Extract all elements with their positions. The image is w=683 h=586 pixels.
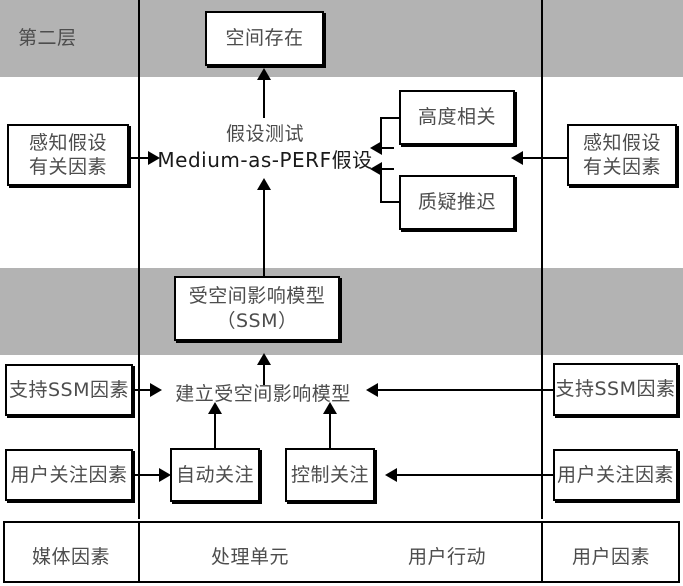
node-user-attention-right-label: 用户关注因素 <box>556 463 674 486</box>
connector-relevant-to-hypothesis <box>380 147 394 149</box>
node-support-ssm-right-label: 支持SSM因素 <box>555 378 676 401</box>
swimlane-divider-right <box>541 0 543 519</box>
node-spatial-presence[interactable]: 空间存在 <box>205 11 324 66</box>
footer-separator-right <box>541 521 543 583</box>
node-support-ssm-left-label: 支持SSM因素 <box>8 378 129 401</box>
node-support-ssm-right[interactable]: 支持SSM因素 <box>553 363 678 416</box>
arrowhead-attention-right-to-control <box>385 468 397 482</box>
node-perceived-factors-right[interactable]: 感知假设 有关因素 <box>567 124 677 186</box>
footer-user-action-text: 用户行动 <box>407 546 486 568</box>
footer-user-factors-text: 用户因素 <box>571 546 650 568</box>
node-questioning-delay-label: 质疑推迟 <box>417 191 496 214</box>
node-auto-attention-label: 自动关注 <box>175 463 254 486</box>
arrowhead-perceived-right-to-center <box>511 151 523 165</box>
footer-label-media-factors: 媒体因素 <box>3 542 139 569</box>
footer-label-processing-unit: 处理单元 <box>160 542 340 569</box>
node-control-attention[interactable]: 控制关注 <box>285 448 375 502</box>
node-support-ssm-left[interactable]: 支持SSM因素 <box>5 364 133 416</box>
swimlane-divider-left <box>138 0 140 519</box>
node-user-attention-left-label: 用户关注因素 <box>10 463 128 486</box>
node-control-attention-label: 控制关注 <box>290 463 369 486</box>
connector-attention-left-to-auto <box>134 474 162 476</box>
connector-perceived-right-to-center <box>523 157 567 159</box>
node-questioning-delay[interactable]: 质疑推迟 <box>399 175 515 230</box>
node-perceived-factors-left[interactable]: 感知假设 有关因素 <box>7 124 129 186</box>
footer-label-user-action: 用户行动 <box>357 542 537 569</box>
connector-control-to-build <box>329 412 331 448</box>
arrowhead-attention-left-to-auto <box>159 468 171 482</box>
connector-relevant-stub <box>380 117 401 119</box>
connector-hypothesis-to-presence <box>263 80 265 118</box>
connector-support-left-to-build <box>134 389 152 391</box>
footer-frame <box>3 521 680 583</box>
connector-relevant-vertical <box>380 117 382 149</box>
arrowhead-delay-to-hypothesis <box>370 162 382 176</box>
node-highly-relevant[interactable]: 高度相关 <box>399 90 515 145</box>
node-highly-relevant-label: 高度相关 <box>417 106 496 129</box>
arrowhead-auto-to-build <box>208 402 222 414</box>
connector-build-to-ssm <box>263 365 265 385</box>
node-perceived-factors-right-label: 感知假设 有关因素 <box>582 131 661 178</box>
node-spatial-presence-label: 空间存在 <box>225 27 304 50</box>
layer-label-text: 第二层 <box>18 27 77 49</box>
footer-media-factors-text: 媒体因素 <box>31 546 110 568</box>
band-layer-two <box>0 0 683 77</box>
layer-label: 第二层 <box>18 26 128 51</box>
arrowhead-support-left-to-build <box>150 383 162 397</box>
arrowhead-hypothesis-to-presence <box>257 68 271 80</box>
connector-delay-to-hypothesis <box>380 168 394 170</box>
hypothesis-test-line2: Medium-as-PERF假设 <box>157 147 373 172</box>
band-ssm-layer <box>0 268 683 355</box>
node-user-attention-left[interactable]: 用户关注因素 <box>5 449 133 501</box>
arrowhead-support-right-to-build <box>366 383 378 397</box>
arrowhead-relevant-to-hypothesis <box>370 141 382 155</box>
arrowhead-control-to-build <box>323 402 337 414</box>
node-user-attention-right[interactable]: 用户关注因素 <box>553 449 678 501</box>
hypothesis-test-line1: 假设测试 <box>225 123 304 145</box>
footer-processing-unit-text: 处理单元 <box>210 546 289 568</box>
node-build-ssm-label: 建立受空间影响模型 <box>175 383 351 405</box>
arrowhead-perceived-left-to-hypothesis <box>148 151 160 165</box>
connector-delay-vertical <box>380 168 382 203</box>
node-build-ssm[interactable]: 建立受空间影响模型 <box>152 382 374 407</box>
footer-label-user-factors: 用户因素 <box>543 542 679 569</box>
connector-support-right-to-build <box>377 389 554 391</box>
connector-attention-right-to-control <box>396 474 554 476</box>
node-ssm-model[interactable]: 受空间影响模型 （SSM） <box>174 276 340 341</box>
connector-perceived-left-to-hypothesis <box>130 157 150 159</box>
node-ssm-model-label: 受空间影响模型 （SSM） <box>188 285 326 332</box>
connector-ssm-to-hypothesis <box>263 190 265 276</box>
connector-auto-to-build <box>214 412 216 448</box>
connector-delay-stub <box>380 201 401 203</box>
node-perceived-factors-left-label: 感知假设 有关因素 <box>28 131 107 178</box>
footer-separator-left <box>138 521 140 583</box>
arrowhead-build-to-ssm <box>257 353 271 365</box>
node-hypothesis-test[interactable]: 假设测试 Medium-as-PERF假设 <box>148 122 382 173</box>
arrowhead-ssm-to-hypothesis <box>257 178 271 190</box>
node-auto-attention[interactable]: 自动关注 <box>170 448 260 502</box>
